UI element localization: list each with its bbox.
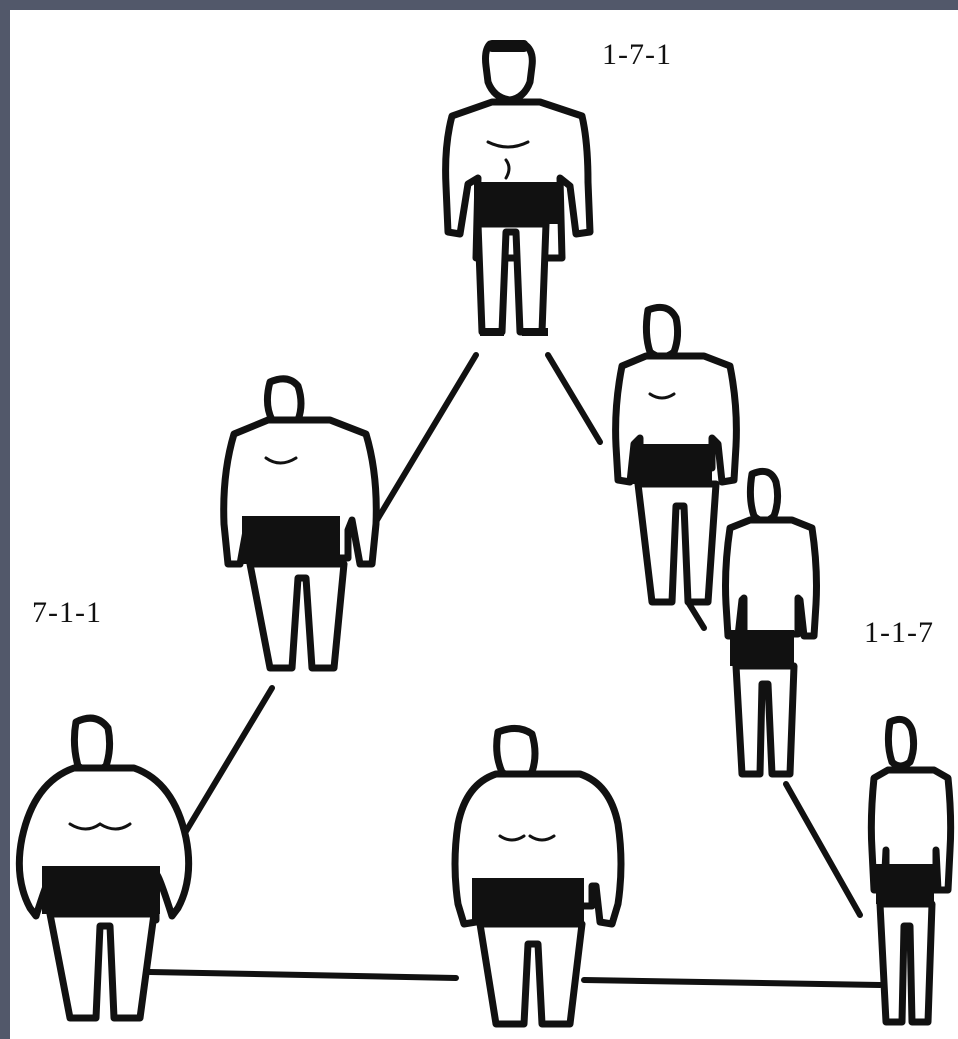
label-1-1-7: 1-1-7 <box>864 616 934 649</box>
label-7-1-1: 7-1-1 <box>32 596 102 629</box>
edge-to-bottom-right <box>783 781 863 918</box>
figure-average-upper-right <box>612 303 740 606</box>
edge-upper-right-link <box>685 599 707 631</box>
edge-bottom-left-to-middle <box>147 969 459 981</box>
figure-heavy-bottom-middle <box>451 725 625 1028</box>
label-1-7-1: 1-7-1 <box>602 38 672 71</box>
somatotype-triangle-diagram: .ink { fill: #111; } .skin { fill: #fff;… <box>15 40 955 1028</box>
edge-top-to-upper-right <box>545 352 603 445</box>
figure-stocky-upper-left <box>220 375 380 672</box>
triangle-edges <box>147 352 883 988</box>
diagram-frame: .ink { fill: #111; } .skin { fill: #fff;… <box>10 10 958 1039</box>
edge-top-to-upper-left <box>362 352 479 543</box>
figure-lean-upper-right <box>722 467 820 778</box>
edge-bottom-middle-to-right <box>581 977 883 988</box>
figure-muscular-top <box>442 40 594 336</box>
figure-thin-bottom-right <box>867 715 955 1026</box>
figure-obese-bottom-left <box>15 714 193 1022</box>
